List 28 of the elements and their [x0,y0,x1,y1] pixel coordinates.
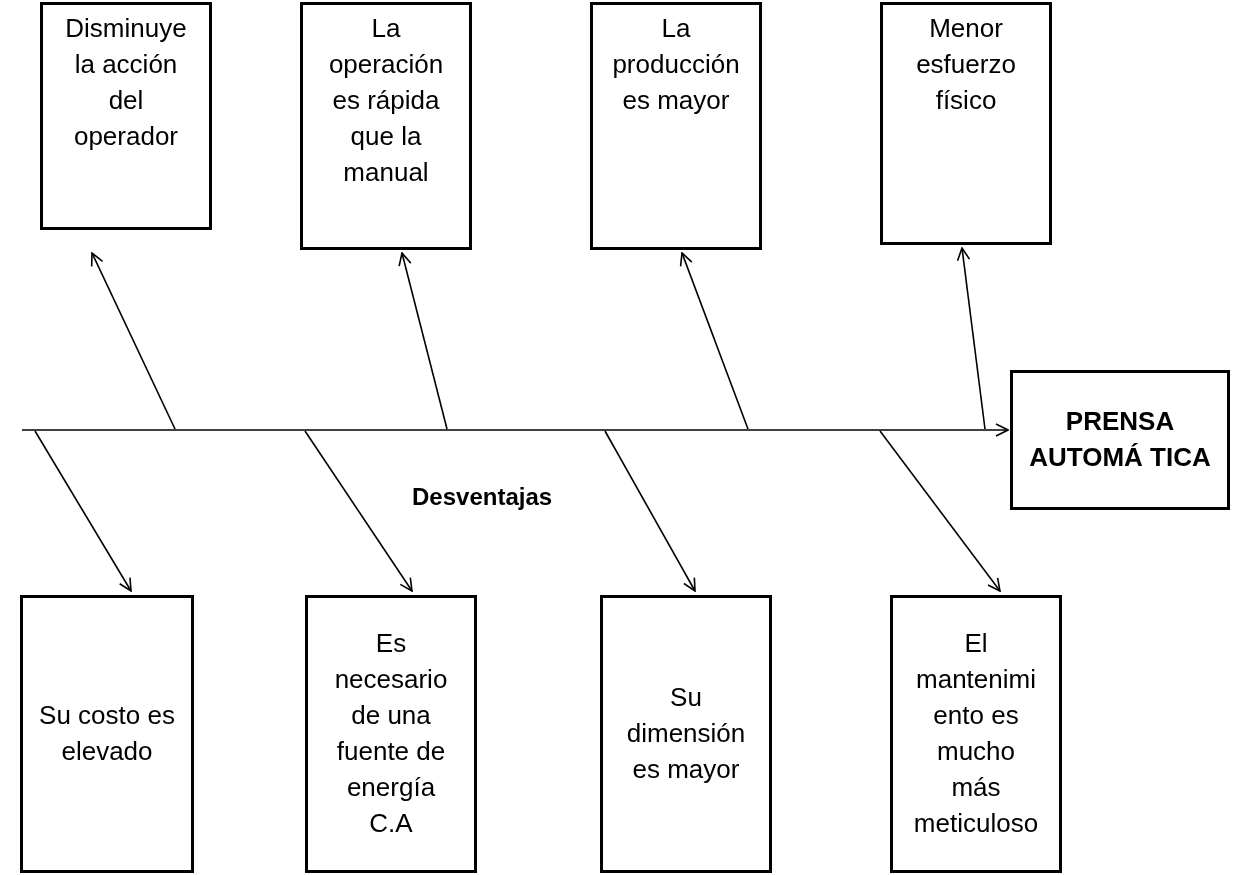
cause-box [300,2,472,250]
box-text: El mantenimi ento es mucho más meticuloso [912,627,1040,840]
box-text: La operación es rápida que la manual [327,12,445,189]
box-text: Su costo es elevado [39,699,175,768]
box-text: Disminuye la acción del operador [64,12,188,153]
box-text: Menor esfuerzo físico [915,12,1017,117]
cause-box [40,2,212,230]
branch-arrow [304,430,413,592]
box-text: La producción es mayor [611,12,741,117]
branch-arrow [679,252,749,430]
cause-box [590,2,762,250]
cause-box [890,595,1062,873]
spine-arrow [21,423,1009,437]
box-text: PRENSA AUTOMÁ TICA [1029,405,1211,474]
branch-arrow [90,252,176,430]
branch-arrow [34,430,132,592]
branch-arrow [956,247,986,430]
branch-arrow [604,430,696,592]
cause-box [305,595,477,873]
branch-arrow [879,430,1001,592]
branch-arrow [398,252,448,430]
box-text: Su dimensión es mayor [625,681,747,786]
section-label: Desventajas [412,483,553,511]
effect-box [1010,370,1230,510]
cause-box [600,595,772,873]
box-text: Es necesario de una fuente de energía C.A [333,627,449,840]
cause-box [20,595,194,873]
cause-box [880,2,1052,245]
